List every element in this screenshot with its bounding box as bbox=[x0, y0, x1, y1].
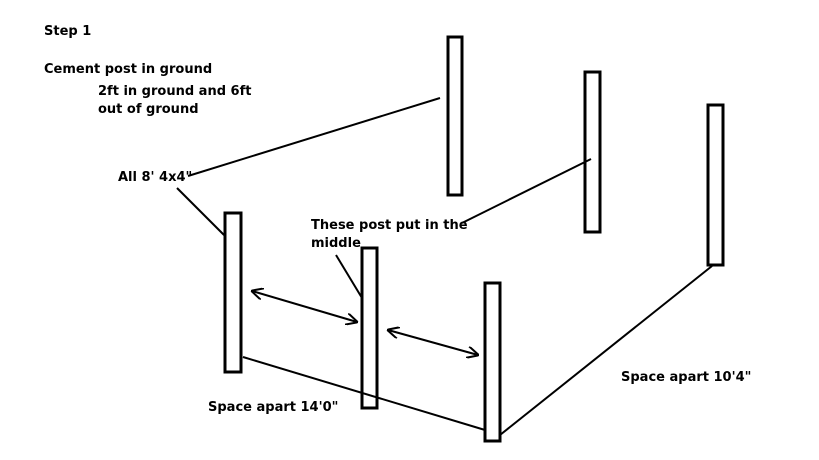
post-front-middle bbox=[360, 246, 379, 410]
side-spacing-label: Space apart 10'4" bbox=[621, 370, 752, 385]
dimension-arrow-right bbox=[388, 330, 478, 355]
base-line-side bbox=[499, 265, 713, 436]
step-heading: Step 1 bbox=[44, 24, 92, 39]
instruction-text: Cement post in ground bbox=[44, 62, 213, 77]
post-front-left bbox=[223, 211, 243, 374]
post-back-right bbox=[706, 103, 725, 267]
post-back-middle bbox=[583, 70, 602, 234]
post-back-left bbox=[446, 35, 464, 197]
middle-posts-line-1: These post put in the bbox=[311, 218, 468, 233]
depth-text-line-1: 2ft in ground and 6ft bbox=[98, 84, 252, 99]
post-size-label: All 8' 4x4" bbox=[118, 170, 193, 185]
leader-line-middle bbox=[461, 158, 592, 224]
post-front-right bbox=[483, 281, 502, 443]
middle-posts-line-2: middle bbox=[311, 236, 361, 251]
leader-line-middle-left bbox=[335, 254, 363, 299]
depth-text-line-2: out of ground bbox=[98, 102, 199, 117]
base-line-front-left bbox=[242, 356, 486, 431]
leader-line-post-size bbox=[187, 97, 441, 177]
front-spacing-label: Space apart 14'0" bbox=[208, 400, 339, 415]
dimension-arrow-left bbox=[252, 291, 357, 322]
leader-line-post-size-left bbox=[176, 187, 225, 236]
